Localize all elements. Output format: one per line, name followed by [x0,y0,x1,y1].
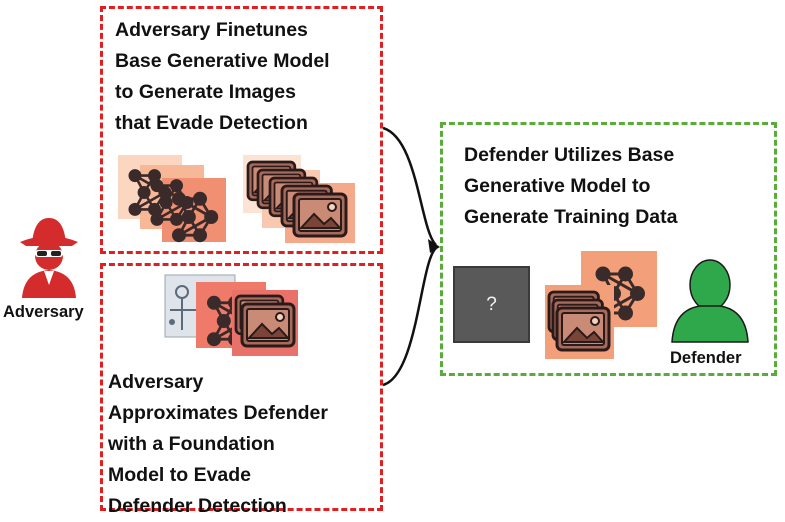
image-stack-icon [243,155,355,243]
defender-image-stack [545,285,614,359]
adversary-label: Adversary [3,303,84,321]
finetune-text: Adversary Finetunes Base Generative Mode… [115,19,330,134]
defender-box [440,122,777,376]
neural-network-stack [118,155,226,244]
defender-label: Defender [670,349,742,367]
arrow-head [428,239,440,253]
finetune-box [100,6,383,254]
approximate-text: Adversary Approximates Defender with a F… [108,371,328,517]
defender-text: Defender Utilizes Base Generative Model … [464,144,678,228]
foundation-image-stack [232,290,298,356]
connector-arrows [382,126,437,387]
unknown-image-placeholder: ? [453,266,530,343]
approximate-box [100,263,383,511]
spy-icon [20,218,78,298]
person-icon [671,259,749,343]
